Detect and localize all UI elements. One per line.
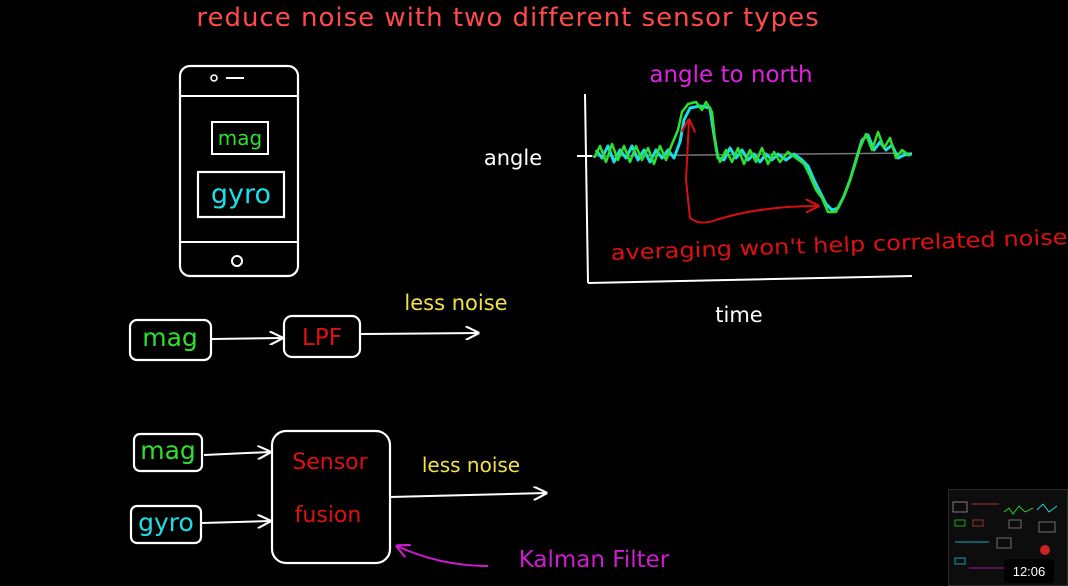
plot-annotation: averaging won't help correlated noise — [610, 225, 1068, 265]
sensor-fusion-label-line1: Sensor — [292, 450, 368, 475]
gyro-to-fusion-arrow — [201, 521, 270, 523]
plot-y-label: angle — [484, 146, 542, 170]
mag-trace — [592, 100, 911, 214]
phone-gyro-box — [196, 170, 286, 219]
mag-to-lpf-arrow — [211, 338, 282, 339]
phone-mag-box — [211, 121, 269, 155]
lpf-block — [282, 314, 362, 359]
kalman-filter-label: Kalman Filter — [519, 547, 670, 573]
video-timestamp: 12:06 — [1004, 559, 1054, 583]
lpf-input-mag-box — [128, 318, 213, 362]
lpf-block-label: LPF — [302, 325, 342, 351]
lpf-diagram: mag LPF less noise — [128, 291, 508, 362]
fusion-input-mag-label: mag — [140, 436, 196, 465]
fusion-output-label: less noise — [422, 453, 520, 477]
phone-body — [178, 64, 300, 278]
mag-to-fusion-arrow — [203, 452, 270, 455]
fusion-input-gyro-label: gyro — [138, 508, 194, 537]
plot-x-label: time — [715, 303, 762, 327]
thumbnail-mini-board — [952, 501, 1058, 569]
fusion-input-mag-box — [132, 432, 204, 473]
phone-drawing: mag gyro — [178, 64, 300, 278]
fusion-input-gyro-box — [129, 504, 203, 545]
phone-camera-icon — [210, 74, 218, 82]
plot-x-axis — [587, 275, 913, 284]
plot-y-axis — [584, 93, 589, 284]
angle-plot: angle to north angle time averaging won'… — [484, 62, 1068, 327]
lpf-output-arrow — [359, 333, 478, 334]
correlation-arrow-right — [689, 206, 818, 224]
page-title: reduce noise with two different sensor t… — [196, 3, 819, 33]
phone-mag-label: mag — [218, 126, 262, 150]
kalman-callout-arrow — [397, 546, 489, 567]
sensor-fusion-label-line2: fusion — [295, 503, 362, 528]
fusion-output-arrow — [389, 493, 546, 497]
plot-title: angle to north — [649, 62, 812, 88]
phone-gyro-label: gyro — [211, 179, 271, 210]
lpf-output-label: less noise — [404, 291, 507, 315]
lpf-input-mag-label: mag — [142, 323, 198, 352]
phone-home-button-icon — [231, 255, 243, 267]
correlation-arrow-up — [686, 120, 690, 219]
fusion-diagram: mag gyro Sensor fusion less noise Kalman… — [129, 429, 670, 573]
